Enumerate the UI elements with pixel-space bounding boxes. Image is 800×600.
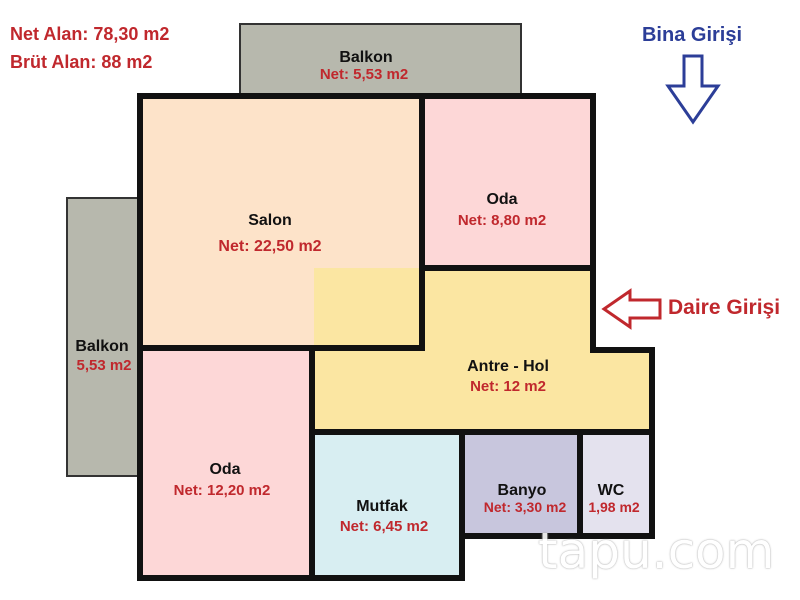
area-summary: Net Alan: 78,30 m2 Brüt Alan: 88 m2 [10, 20, 169, 76]
mutfak-name: Mutfak [356, 498, 408, 515]
antre-name: Antre - Hol [467, 358, 549, 375]
balkon-left-area-label: 5,53 m2 [76, 357, 132, 374]
wc-name: WC [597, 482, 625, 499]
banyo-name: Banyo [497, 482, 547, 499]
balkon-top-area-label: Net: 5,53 m2 [319, 66, 409, 83]
balkon-top-area [239, 23, 522, 97]
salon-area-label: Net: 22,50 m2 [218, 238, 322, 255]
oda-bottom-area-label: Net: 12,20 m2 [173, 482, 271, 499]
oda-bottom-name: Oda [209, 461, 241, 478]
antre-area [314, 268, 652, 432]
salon-name: Salon [248, 212, 292, 229]
balkon-left-name: Balkon [75, 338, 129, 355]
apartment-entrance-arrow-icon [601, 288, 662, 330]
gross-area-label: Brüt Alan: 88 m2 [10, 52, 153, 72]
oda-top-name: Oda [486, 191, 518, 208]
building-entrance-arrow-icon [665, 54, 721, 125]
wc-area [580, 432, 652, 536]
oda-top-area [422, 98, 593, 268]
tapu-watermark-logo: tapu.com [538, 522, 775, 580]
wc-area-label: 1,98 m2 [588, 499, 640, 515]
balkon-top-name: Balkon [339, 49, 393, 66]
banyo-area-label: Net: 3,30 m2 [483, 499, 567, 515]
net-area-label: Net Alan: 78,30 m2 [10, 24, 170, 44]
apartment-entrance-label: Daire Girişi [668, 296, 781, 319]
antre-area-label: Net: 12 m2 [470, 378, 546, 395]
building-entrance-label: Bina Girişi [641, 24, 743, 46]
mutfak-area [314, 432, 462, 578]
oda-bottom-area [142, 348, 312, 578]
walls [137, 93, 655, 581]
banyo-area [462, 432, 580, 536]
mutfak-area-label: Net: 6,45 m2 [339, 518, 429, 535]
oda-top-area-label: Net: 8,80 m2 [457, 212, 547, 229]
balkon-left-area [66, 197, 140, 477]
